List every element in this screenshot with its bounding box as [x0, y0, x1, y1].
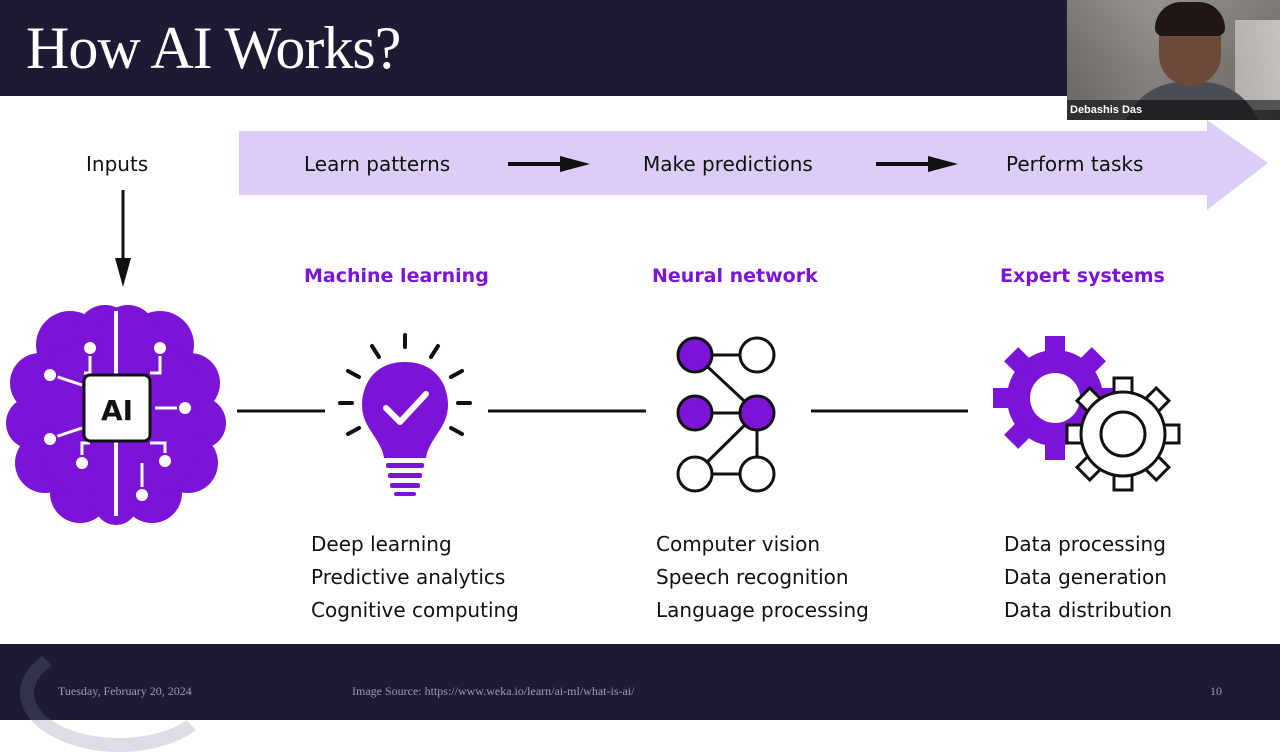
list-item: Cognitive computing [311, 598, 519, 622]
list-item: Language processing [656, 598, 869, 622]
neural-network-list: Computer vision Speech recognition Langu… [656, 528, 869, 627]
machine-learning-list: Deep learning Predictive analytics Cogni… [311, 528, 519, 627]
process-banner-arrow [115, 120, 1268, 413]
list-item: Data distribution [1004, 598, 1173, 622]
flow-step-learn: Learn patterns [304, 152, 451, 176]
slide-number: 10 [1210, 684, 1222, 698]
slide-title: How AI Works? [26, 15, 401, 81]
slide-header: How AI Works? [0, 0, 1280, 96]
brain-chip-label: AI [101, 394, 133, 427]
list-item: Speech recognition [656, 565, 849, 589]
brain-ai-icon: AI [6, 305, 226, 525]
participant-name: Debashis Das [1070, 104, 1143, 116]
lightbulb-check-icon [338, 333, 472, 496]
list-item: Predictive analytics [311, 565, 506, 589]
footer-image-source: Image Source: https://www.weka.io/learn/… [352, 684, 635, 698]
participant-name-bar: Debashis Das [1067, 100, 1280, 120]
video-window [1235, 20, 1280, 110]
category-title-machine-learning: Machine learning [304, 265, 489, 287]
list-item: Data processing [1004, 532, 1166, 556]
category-title-neural-network: Neural network [652, 265, 818, 287]
inputs-label: Inputs [86, 152, 149, 176]
list-item: Data generation [1004, 565, 1167, 589]
list-item: Deep learning [311, 532, 452, 556]
slide-footer: Tuesday, February 20, 2024 Image Source:… [0, 634, 1280, 752]
flow-step-predict: Make predictions [643, 152, 813, 176]
footer-date: Tuesday, February 20, 2024 [58, 684, 192, 698]
participant-video-tile[interactable]: Debashis Das [1067, 0, 1280, 120]
list-item: Computer vision [656, 532, 821, 556]
flow-step-perform: Perform tasks [1006, 152, 1144, 176]
arrow-right-icon [876, 156, 958, 172]
expert-systems-list: Data processing Data generation Data dis… [1004, 528, 1172, 627]
neural-network-icon [676, 336, 776, 493]
gears-icon [993, 336, 1181, 492]
participant-hair [1155, 2, 1225, 36]
arrow-right-icon [508, 156, 590, 172]
category-title-expert-systems: Expert systems [1000, 265, 1165, 287]
arrow-down-icon [115, 190, 131, 287]
